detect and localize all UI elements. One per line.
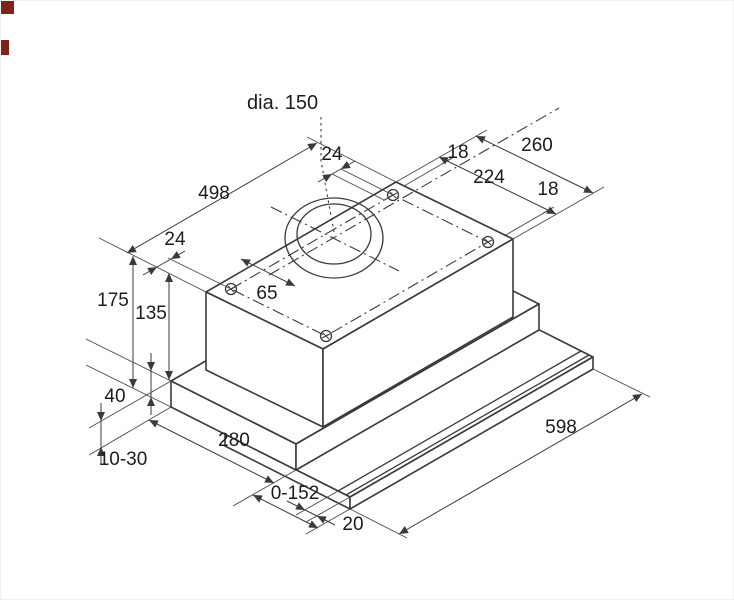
screw-hole: [481, 235, 495, 249]
label-18-front: 18: [537, 179, 558, 200]
dimension-labels: dia. 150 24 18 260 224 18 498 24 65 175 …: [97, 92, 577, 535]
chassis-front-face: [295, 303, 540, 471]
dim-line-18-224-18: [438, 156, 557, 215]
screw-cross: [322, 332, 330, 340]
dim-segment: [156, 258, 172, 268]
duct-centerline-a: [268, 107, 560, 276]
screw-circle: [224, 282, 238, 296]
label-20: 20: [342, 514, 363, 535]
dim-arrow-tail: [170, 250, 186, 260]
label-498: 498: [198, 183, 230, 204]
dim-arrow-tail: [286, 500, 306, 511]
screw-circle: [481, 235, 495, 249]
label-40: 40: [104, 386, 125, 407]
screw-circle: [386, 188, 400, 202]
label-10-30: 10-30: [99, 449, 148, 470]
body-front-face: [322, 238, 514, 428]
ext-line: [232, 469, 297, 507]
dim-line-24-left: [142, 250, 186, 276]
label-175: 175: [97, 290, 129, 311]
ext-line: [167, 257, 232, 290]
label-18-back: 18: [447, 142, 468, 163]
screw-hole: [319, 329, 333, 343]
ext-line: [340, 168, 394, 196]
dimension-lines: [97, 135, 643, 535]
label-260: 260: [521, 135, 553, 156]
dim-tick: [541, 207, 553, 215]
dim-arrow-tail: [316, 515, 336, 526]
ext-line: [512, 186, 605, 240]
ext-line: [85, 338, 172, 382]
ext-line: [85, 364, 172, 408]
label-0-152: 0-152: [271, 483, 320, 504]
label-135: 135: [135, 303, 167, 324]
label-598: 598: [545, 417, 577, 438]
ext-line: [395, 129, 488, 183]
label-24-left: 24: [164, 229, 186, 250]
corner-artifact-1: [1, 1, 14, 14]
label-65: 65: [256, 283, 277, 304]
label-280: 280: [218, 430, 250, 451]
ext-line: [331, 173, 385, 201]
dim-line-598: [398, 393, 643, 535]
ext-line: [306, 136, 397, 183]
ext-line: [592, 368, 651, 398]
label-224: 224: [473, 167, 505, 188]
ext-line: [98, 237, 207, 293]
dim-line-498: [126, 142, 318, 254]
diameter-leader: [320, 117, 335, 233]
ext-line: [349, 508, 408, 539]
dim-line-0-152: [252, 494, 319, 529]
dim-segment: [331, 168, 342, 175]
dim-arrow-tail: [317, 173, 333, 183]
screw-cross: [484, 238, 492, 246]
dim-arrow-tail: [142, 266, 158, 276]
dim-line-24-top: [317, 160, 356, 183]
dim-line-65: [240, 258, 296, 287]
label-diameter: dia. 150: [247, 92, 318, 114]
label-24-top: 24: [321, 144, 343, 165]
dim-line-20: [286, 500, 336, 526]
dim-segment: [304, 509, 318, 517]
dim-tick: [441, 157, 453, 165]
dim-segment: [438, 156, 557, 215]
dim-line-280: [148, 419, 275, 484]
dim-arrow-tail: [340, 160, 356, 170]
corner-artifact-2: [1, 40, 9, 55]
screw-circle: [319, 329, 333, 343]
